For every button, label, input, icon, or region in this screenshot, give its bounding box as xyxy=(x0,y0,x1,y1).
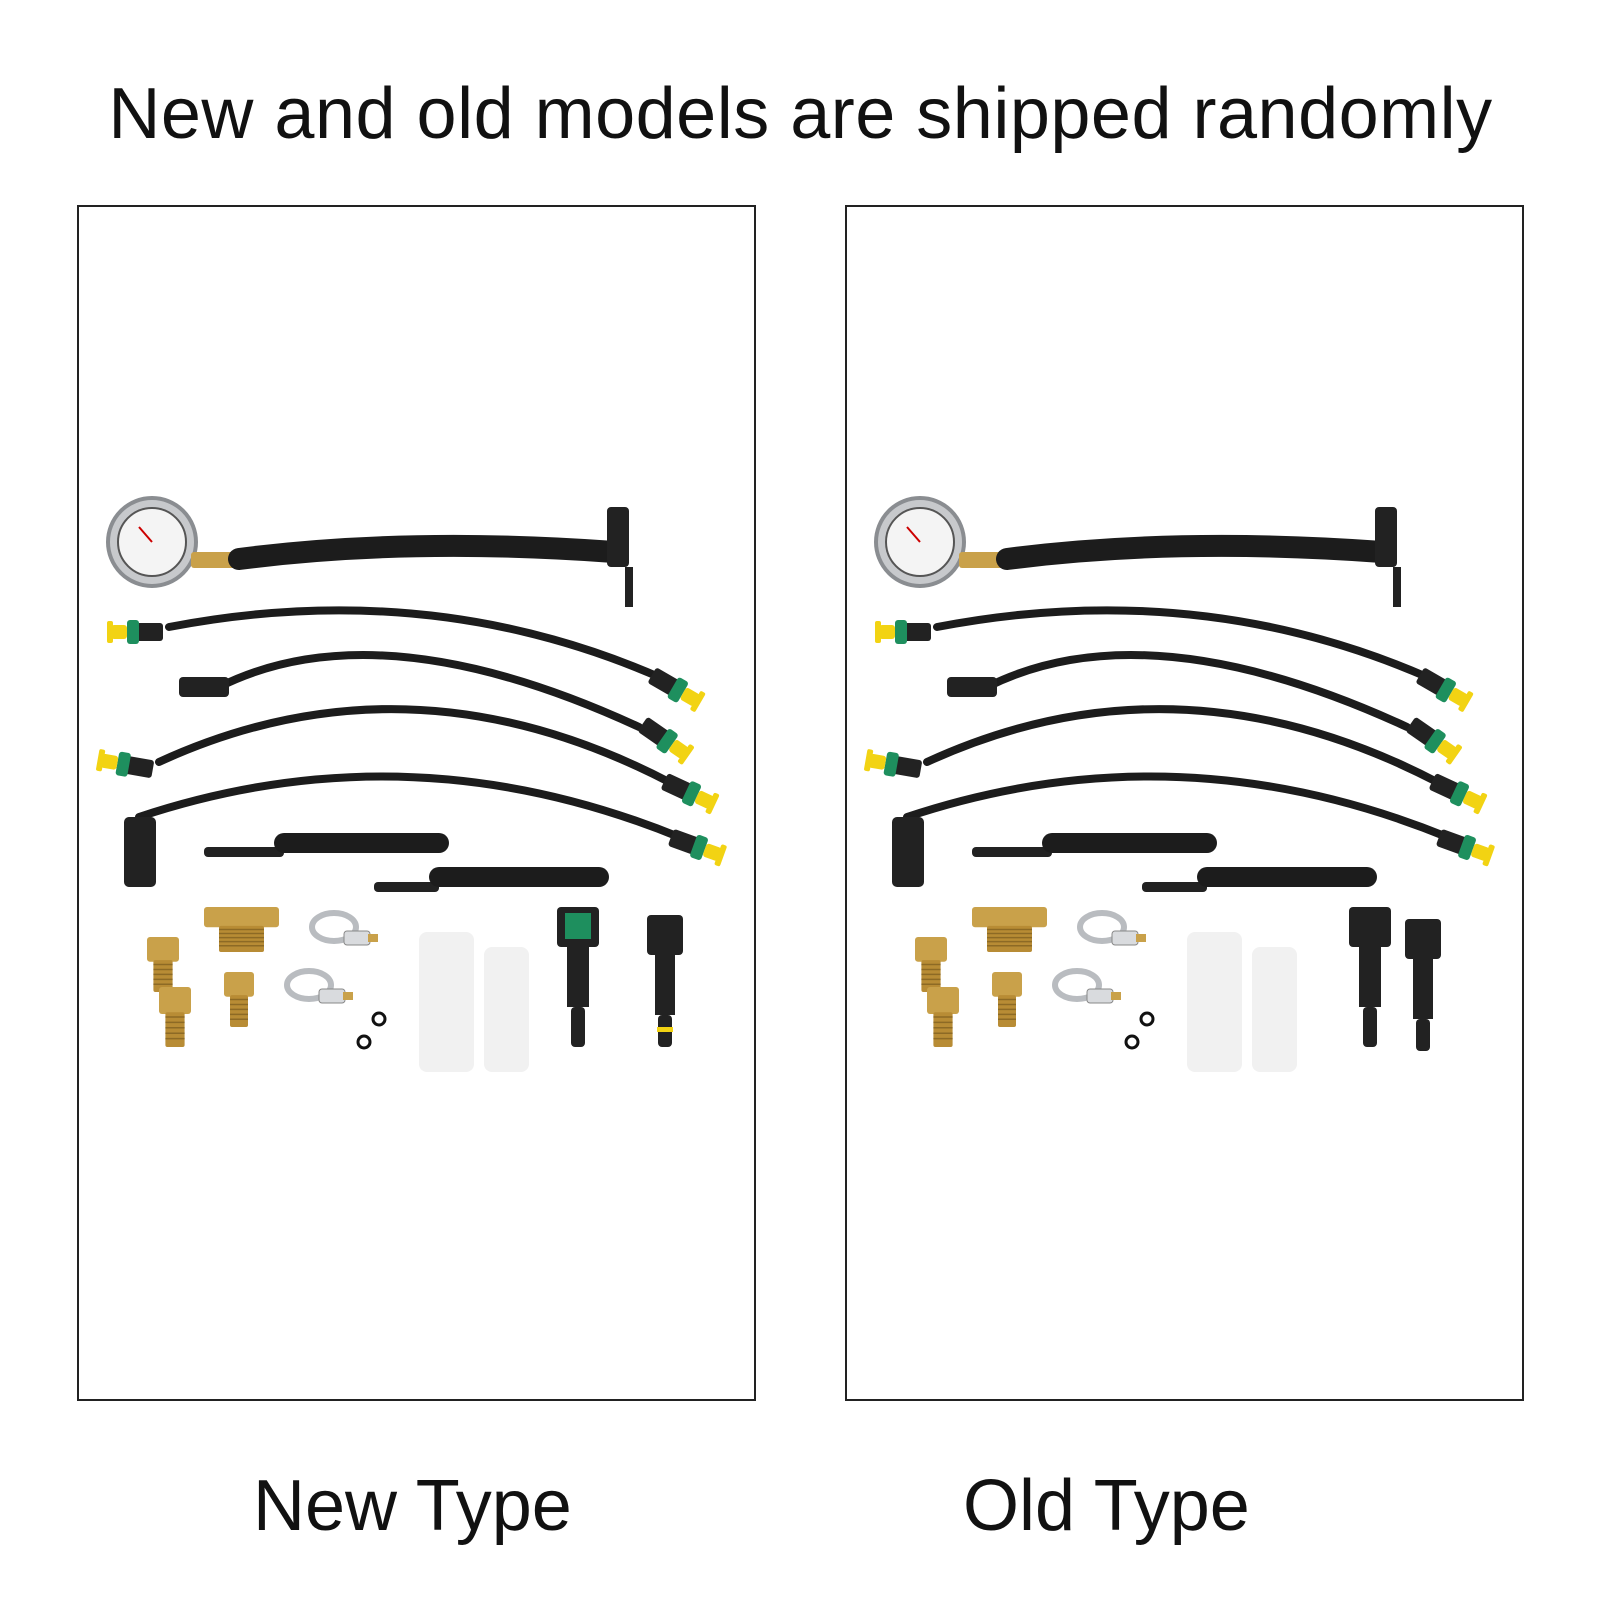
plastic-fitting-2 xyxy=(947,677,997,697)
o-ring-1 xyxy=(1139,1011,1155,1027)
hose-clamp-2 xyxy=(1052,968,1121,1004)
main-hose-elbow xyxy=(1375,507,1397,567)
brass-adapter-1 xyxy=(915,937,947,992)
quick-connector-3b xyxy=(661,773,720,815)
brass-tee-fitting xyxy=(204,907,279,952)
main-hose xyxy=(996,534,1393,570)
short-hose-tip-1 xyxy=(972,847,1052,857)
caption-old-type: Old Type xyxy=(963,1466,1250,1546)
white-adapter-2 xyxy=(1252,947,1297,1072)
brass-adapter-2 xyxy=(927,987,959,1047)
gauge-brass-adapter xyxy=(191,552,239,568)
quick-connector-2 xyxy=(1406,717,1462,765)
hose-clamp-2 xyxy=(284,968,353,1004)
headline: New and old models are shipped randomly xyxy=(108,74,1493,154)
black-connector-1 xyxy=(1349,907,1391,1047)
black-connector-2 xyxy=(647,915,683,1047)
quick-connector-2 xyxy=(638,717,694,765)
main-hose-elbow xyxy=(607,507,629,567)
short-hose-tip-2 xyxy=(1142,882,1207,892)
gauge-brass-adapter xyxy=(959,552,1007,568)
brass-adapter-3 xyxy=(992,972,1022,1027)
main-hose-tip xyxy=(1393,567,1401,607)
kit-photo-new xyxy=(96,496,727,1072)
panel-old-type xyxy=(845,205,1524,1401)
hose-line-3 xyxy=(923,705,1441,786)
hose-line-2 xyxy=(215,651,643,731)
hose-line-1 xyxy=(165,606,663,681)
short-hose-tip-1 xyxy=(204,847,284,857)
plastic-fitting-2 xyxy=(179,677,229,697)
black-connector-2 xyxy=(1405,919,1441,1051)
quick-connector-1b xyxy=(648,668,706,712)
white-adapter-1 xyxy=(419,932,474,1072)
hose-line-4 xyxy=(903,772,1451,841)
gauge-needle xyxy=(906,526,921,543)
black-connector-1 xyxy=(557,907,599,1047)
quick-connector-3b xyxy=(1429,773,1488,815)
white-adapter-2 xyxy=(484,947,529,1072)
quick-connector-4 xyxy=(1436,829,1495,867)
hose-line-4 xyxy=(135,772,683,841)
short-hose-tip-2 xyxy=(374,882,439,892)
o-ring-2 xyxy=(356,1034,372,1050)
brass-adapter-1 xyxy=(147,937,179,992)
quick-connector-1a xyxy=(107,620,163,644)
main-hose-tip xyxy=(625,567,633,607)
main-hose xyxy=(228,534,625,570)
hose-line-3 xyxy=(155,705,673,786)
quick-connector-3a xyxy=(864,749,922,778)
panel-new-type xyxy=(77,205,756,1401)
quick-connector-1a xyxy=(875,620,931,644)
quick-connector-3a xyxy=(96,749,154,778)
hose-clamp-1 xyxy=(309,910,378,946)
elbow-connector-4 xyxy=(892,817,924,887)
elbow-connector-4 xyxy=(124,817,156,887)
caption-new-type: New Type xyxy=(253,1466,572,1546)
o-ring-1 xyxy=(371,1011,387,1027)
brass-adapter-3 xyxy=(224,972,254,1027)
quick-connector-4 xyxy=(668,829,727,867)
hose-clamp-1 xyxy=(1077,910,1146,946)
brass-adapter-2 xyxy=(159,987,191,1047)
o-ring-2 xyxy=(1124,1034,1140,1050)
hose-line-2 xyxy=(983,651,1411,731)
brass-tee-fitting xyxy=(972,907,1047,952)
gauge-needle xyxy=(138,526,153,543)
quick-connector-1b xyxy=(1416,668,1474,712)
kit-photo-old xyxy=(864,496,1495,1072)
white-adapter-1 xyxy=(1187,932,1242,1072)
hose-line-1 xyxy=(933,606,1431,681)
